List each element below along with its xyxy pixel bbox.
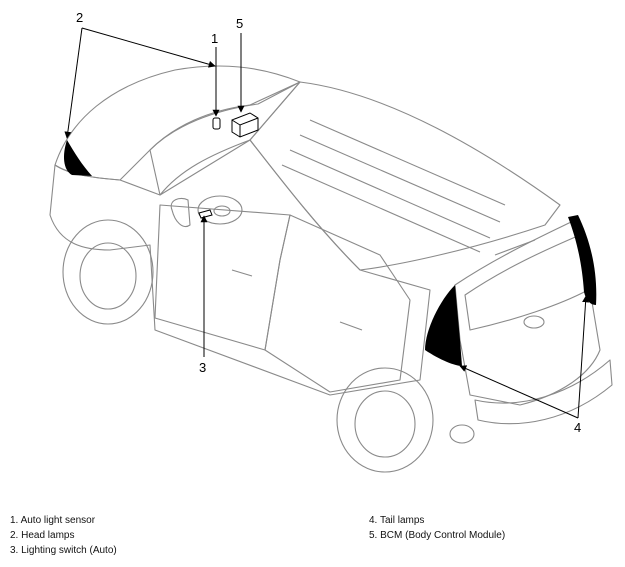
rear-window bbox=[464, 234, 589, 331]
windshield-outline bbox=[149, 81, 301, 196]
legend-item-auto-light-sensor: 1. Auto light sensor bbox=[10, 515, 96, 526]
rear-emblem bbox=[523, 315, 545, 329]
roof-rail-3 bbox=[289, 149, 491, 239]
roof-outline bbox=[249, 81, 561, 271]
front-door-outline bbox=[154, 204, 291, 351]
callout-3: 3 bbox=[199, 360, 206, 375]
roof-rail-2 bbox=[299, 134, 501, 223]
side-mirror bbox=[170, 197, 191, 228]
hood-outline bbox=[54, 65, 301, 181]
rear-bumper bbox=[474, 359, 613, 425]
callout-2: 2 bbox=[76, 10, 83, 25]
callout-1: 1 bbox=[211, 31, 218, 46]
tail-lamp-right bbox=[568, 215, 597, 305]
roof-rail-4 bbox=[281, 164, 481, 253]
rear-fog-lamp bbox=[449, 424, 475, 444]
callout-5: 5 bbox=[236, 16, 243, 31]
rear-hatch-outline bbox=[454, 219, 601, 406]
rear-spoiler bbox=[494, 239, 536, 256]
leader-4a bbox=[459, 365, 579, 419]
steering-wheel bbox=[197, 195, 243, 225]
legend-item-tail-lamps: 4. Tail lamps bbox=[369, 515, 425, 526]
roof-rail-1 bbox=[309, 119, 506, 206]
legend-item-lighting-switch: 3. Lighting switch (Auto) bbox=[10, 545, 117, 556]
leader-2b bbox=[81, 27, 216, 68]
front-wheel bbox=[62, 219, 154, 325]
legend-item-head-lamps: 2. Head lamps bbox=[10, 530, 75, 541]
vehicle-component-location-diagram: 1 2 3 4 5 bbox=[49, 10, 613, 473]
vehicle-outline bbox=[49, 65, 613, 473]
door-handle-front bbox=[231, 269, 253, 277]
head-lamp bbox=[64, 140, 92, 176]
leader-2a bbox=[64, 27, 83, 139]
legend-right: 4. Tail lamps 5. BCM (Body Control Modul… bbox=[369, 513, 505, 543]
legend-item-bcm: 5. BCM (Body Control Module) bbox=[369, 530, 506, 541]
legend-left: 1. Auto light sensor 2. Head lamps 3. Li… bbox=[10, 513, 117, 558]
leader-4b bbox=[577, 295, 590, 419]
body-side-outline bbox=[49, 139, 431, 396]
lighting-switch bbox=[198, 209, 213, 219]
door-handle-rear bbox=[339, 321, 363, 331]
rear-wheel bbox=[336, 367, 434, 473]
leader-lines bbox=[64, 27, 590, 419]
front-wheel-hub bbox=[79, 242, 137, 310]
rear-wheel-hub bbox=[354, 390, 416, 458]
steering-hub bbox=[213, 205, 231, 217]
tail-lamp-left bbox=[425, 285, 462, 366]
bcm-module bbox=[231, 112, 259, 138]
rear-door-outline bbox=[264, 214, 411, 393]
callout-4: 4 bbox=[574, 420, 581, 435]
auto-light-sensor bbox=[212, 117, 221, 130]
